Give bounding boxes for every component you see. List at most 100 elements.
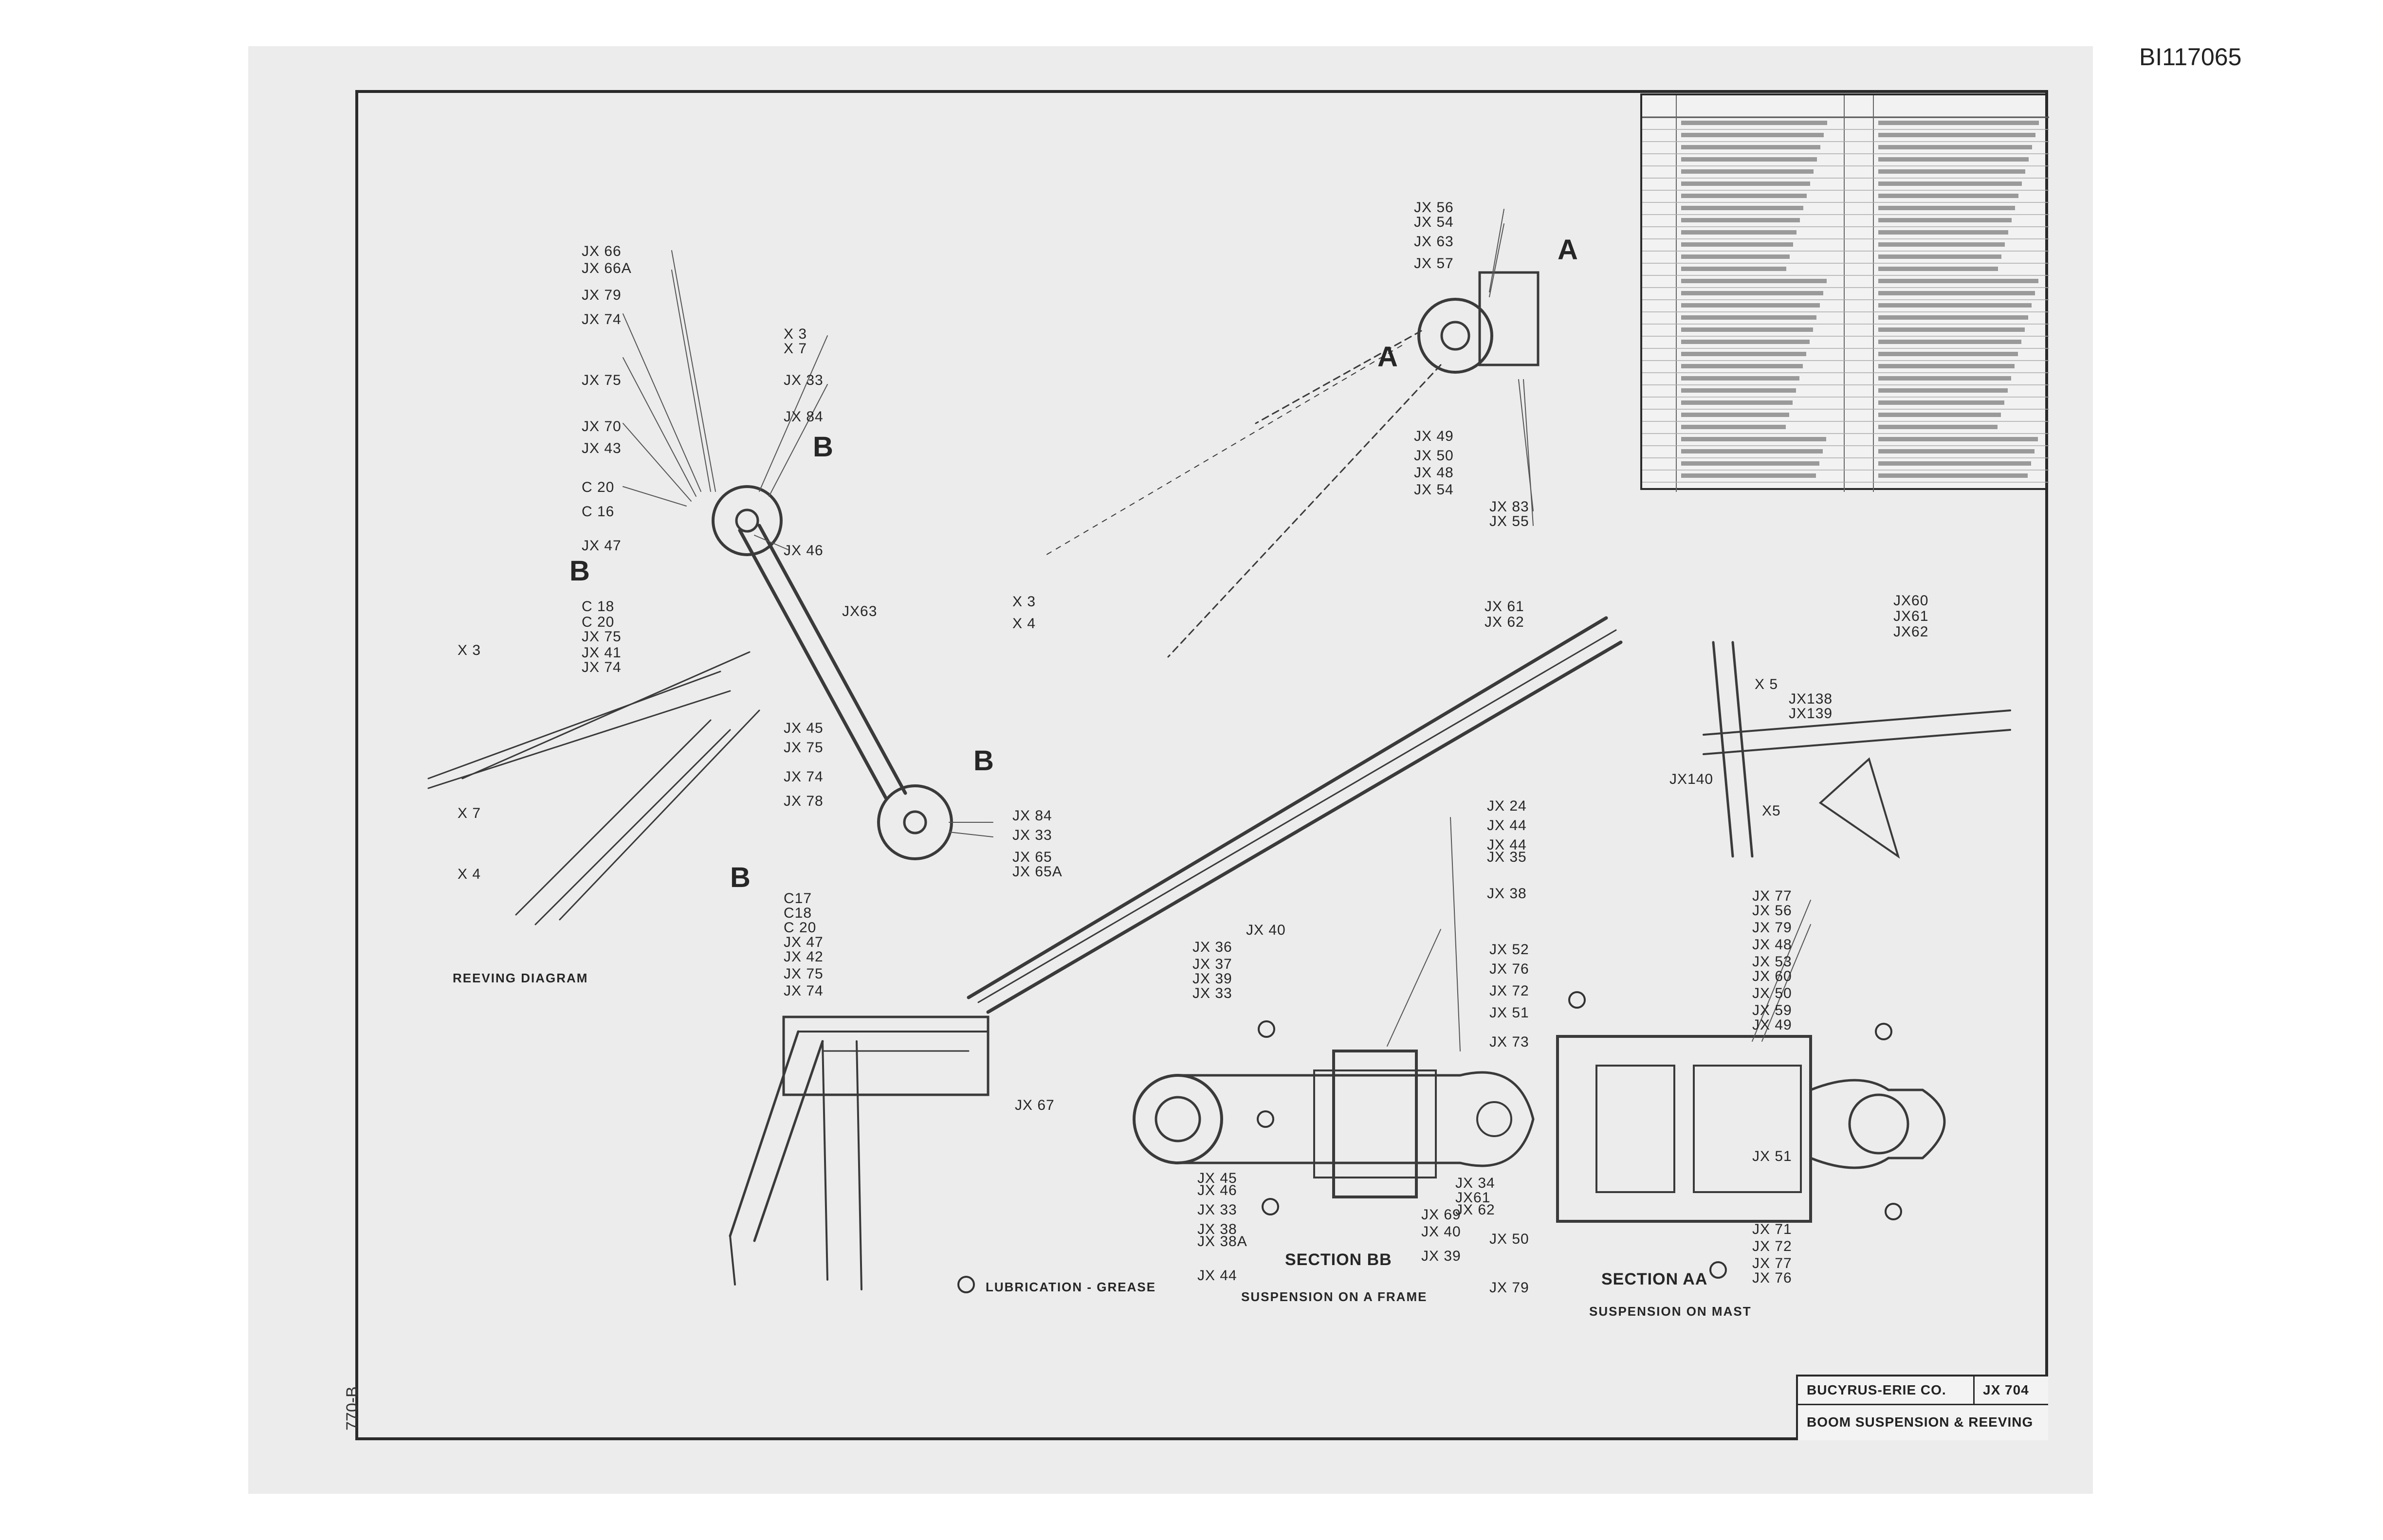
- part-callout: X 3: [458, 642, 481, 658]
- part-callout: JX138: [1789, 691, 1833, 707]
- part-callout: JX 76: [1489, 961, 1529, 977]
- drawing-number: JX 704: [1983, 1382, 2029, 1397]
- part-callout: JX 79: [1752, 920, 1792, 936]
- parts-list-table: [1640, 93, 2049, 492]
- part-callout: JX 79: [1489, 1280, 1529, 1296]
- part-callout: X 5: [1755, 676, 1778, 692]
- part-callout: JX 69: [1421, 1207, 1461, 1223]
- drawing-border: [355, 90, 2048, 1440]
- part-callout: C 20: [582, 614, 615, 630]
- part-callout: JX 24: [1487, 798, 1527, 814]
- part-callout: JX 66A: [582, 260, 632, 276]
- part-callout: JX63: [842, 603, 878, 619]
- part-callout: JX 74: [582, 659, 622, 675]
- part-callout: JX 50: [1489, 1231, 1529, 1247]
- part-callout: JX 55: [1489, 513, 1529, 529]
- part-callout: JX 72: [1489, 983, 1529, 999]
- part-callout: JX 50: [1414, 448, 1454, 464]
- part-callout: JX 62: [1455, 1202, 1495, 1218]
- part-callout: JX60: [1893, 593, 1929, 609]
- part-callout: JX 76: [1752, 1270, 1792, 1286]
- part-callout: JX 50: [1752, 985, 1792, 1001]
- view-letter-a-left: A: [1377, 341, 1398, 373]
- part-callout: JX 74: [784, 769, 824, 785]
- part-callout: JX 40: [1246, 922, 1286, 938]
- document-id: BI117065: [2139, 43, 2242, 71]
- view-letter-b-upper: B: [813, 431, 834, 463]
- part-callout: JX 60: [1752, 968, 1792, 984]
- part-callout: JX 67: [1015, 1097, 1055, 1113]
- section-bb-pin: [1133, 1074, 1223, 1164]
- part-callout: JX 43: [582, 440, 622, 456]
- part-callout: JX 49: [1414, 428, 1454, 444]
- part-callout: JX 46: [784, 543, 824, 559]
- part-callout: JX 65A: [1012, 864, 1063, 880]
- view-letter-b-mid: B: [973, 745, 994, 777]
- part-callout: JX 54: [1414, 214, 1454, 230]
- part-callout: C 16: [582, 504, 615, 520]
- part-callout: JX 45: [784, 720, 824, 736]
- part-callout: JX 70: [582, 418, 622, 435]
- part-callout: JX 74: [582, 311, 622, 327]
- part-callout: JX 45: [1197, 1170, 1237, 1186]
- part-callout: JX 34: [1455, 1175, 1495, 1191]
- part-callout: JX 54: [1414, 482, 1454, 498]
- view-letter-b-left: B: [569, 555, 590, 587]
- part-callout: JX 56: [1414, 199, 1454, 216]
- company-name: BUCYRUS-ERIE CO.: [1807, 1382, 1946, 1397]
- margin-note: 770-B: [343, 1386, 362, 1431]
- part-callout: JX 36: [1192, 939, 1232, 955]
- part-callout: JX62: [1893, 624, 1929, 640]
- part-callout: X 7: [784, 341, 807, 357]
- part-callout: JX 33: [1197, 1202, 1237, 1218]
- upper-sheave: [712, 485, 783, 556]
- part-callout: JX 75: [784, 966, 824, 982]
- part-callout: X 3: [1012, 594, 1036, 610]
- part-callout: JX 71: [1752, 1221, 1792, 1237]
- part-callout: JX 77: [1752, 888, 1792, 904]
- part-callout: JX 33: [1012, 827, 1052, 843]
- part-callout: JX 63: [1414, 234, 1454, 250]
- part-callout: C 20: [582, 479, 615, 495]
- part-callout: JX 59: [1752, 1002, 1792, 1018]
- platform: [782, 1015, 990, 1096]
- part-callout: JX 38A: [1197, 1233, 1247, 1250]
- view-letter-a-right: A: [1558, 234, 1578, 266]
- section-aa-caption: SUSPENSION ON MAST: [1589, 1304, 1752, 1319]
- part-callout: X5: [1762, 803, 1781, 819]
- title-block: BUCYRUS-ERIE CO. JX 704 BOOM SUSPENSION …: [1796, 1375, 2048, 1440]
- part-callout: JX 65: [1012, 849, 1052, 865]
- part-callout: JX 48: [1752, 937, 1792, 953]
- part-callout: JX 52: [1489, 942, 1529, 958]
- part-callout: JX 33: [784, 372, 824, 388]
- part-callout: JX 49: [1752, 1017, 1792, 1033]
- part-callout: JX 38: [1197, 1221, 1237, 1237]
- reeving-diagram-title: REEVING DIAGRAM: [453, 971, 588, 985]
- part-callout: JX 46: [1197, 1182, 1237, 1198]
- part-callout: JX139: [1789, 706, 1833, 722]
- part-callout: C18: [784, 905, 812, 921]
- part-callout: JX61: [1455, 1190, 1491, 1206]
- part-callout: JX 33: [1192, 985, 1232, 1001]
- part-callout: JX 37: [1192, 956, 1232, 972]
- part-callout: JX 61: [1485, 598, 1524, 615]
- boom-upper-chord: [967, 616, 1608, 999]
- section-aa-label: SECTION AA: [1601, 1270, 1708, 1288]
- lubrication-legend: LUBRICATION - GREASE: [986, 1280, 1156, 1294]
- part-callout: JX 79: [582, 287, 622, 303]
- part-callout: JX 35: [1487, 849, 1527, 865]
- part-callout: X 3: [784, 326, 807, 342]
- part-callout: JX 47: [582, 538, 622, 554]
- part-callout: JX 57: [1414, 255, 1454, 272]
- part-callout: JX 40: [1421, 1224, 1461, 1240]
- part-callout: C 18: [582, 598, 615, 615]
- section-bb-caption: SUSPENSION ON A FRAME: [1241, 1289, 1428, 1304]
- part-callout: JX 75: [582, 629, 622, 645]
- section-bb-label: SECTION BB: [1285, 1250, 1392, 1269]
- part-callout: JX 39: [1192, 971, 1232, 987]
- part-callout: X 4: [458, 866, 481, 882]
- part-callout: JX 39: [1421, 1248, 1461, 1264]
- part-callout: JX 72: [1752, 1238, 1792, 1254]
- part-callout: JX 48: [1414, 465, 1454, 481]
- part-callout: JX 38: [1487, 886, 1527, 902]
